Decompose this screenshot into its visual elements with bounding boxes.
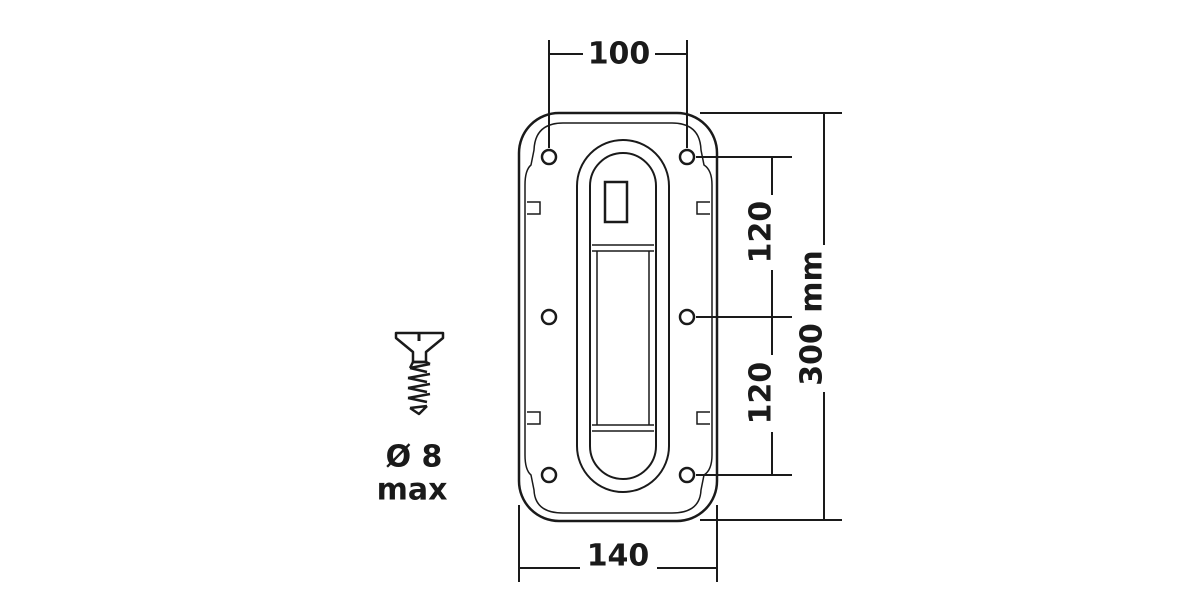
dimension-upper-spacing: 120 (744, 201, 779, 264)
tab-left-upper (527, 201, 541, 215)
handle-inner-recess (589, 152, 657, 480)
hole-bottom-left (540, 466, 558, 484)
hole-middle-left (540, 308, 558, 326)
dimension-lines (518, 40, 842, 582)
tab-right-upper (696, 201, 710, 215)
hole-top-left (540, 148, 558, 166)
dimension-lower-spacing: 120 (744, 362, 779, 425)
hole-bottom-right (678, 466, 696, 484)
tab-right-lower (696, 411, 710, 425)
tab-left-lower (527, 411, 541, 425)
plate-inner-outline (524, 122, 713, 514)
handle-outer-recess (576, 139, 670, 493)
handle-grip (592, 244, 654, 432)
plate-outer-outline (517, 111, 719, 523)
countersunk-screw-icon (394, 331, 445, 416)
plate (517, 111, 719, 523)
handle (576, 139, 670, 493)
dimension-total-height: 300 mm (795, 250, 830, 386)
dimension-bottom-width: 140 (587, 539, 650, 574)
dimension-top-width: 100 (588, 37, 651, 72)
screw-thread (407, 360, 431, 416)
handle-latch-window (603, 180, 629, 224)
screw-max-label: max (377, 473, 448, 508)
side-tabs (527, 201, 710, 425)
hole-top-right (678, 148, 696, 166)
hole-middle-right (678, 308, 696, 326)
screw-holes (540, 148, 696, 484)
screw-diameter-label: Ø 8 (386, 440, 443, 475)
